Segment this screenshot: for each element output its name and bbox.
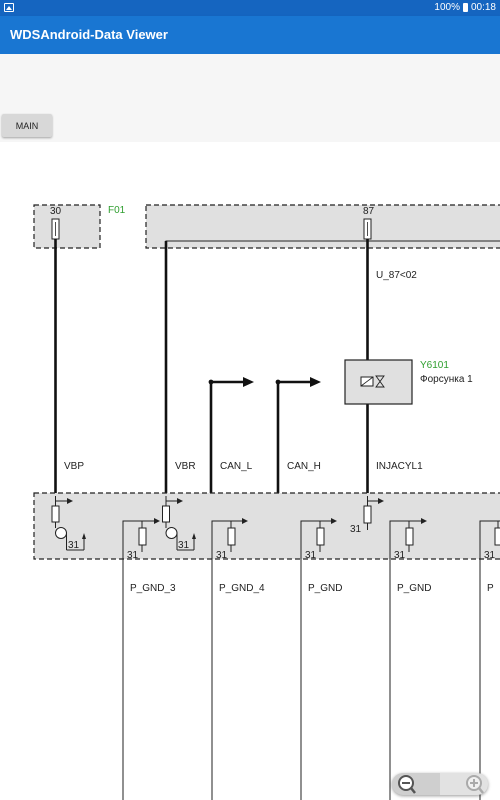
- battery-percent: 100%: [434, 2, 460, 13]
- fuse-box-label: F01: [108, 205, 126, 216]
- wire-can-l-label: CAN_L: [220, 461, 253, 472]
- gnd-label-1: P_GND_3: [130, 583, 176, 594]
- transistor-icon: [165, 527, 178, 539]
- battery-icon: [462, 3, 468, 12]
- svg-text:31: 31: [127, 550, 139, 561]
- gnd-label-3: P_GND: [308, 583, 342, 594]
- wire-u87-label: U_87<02: [376, 270, 417, 281]
- app-title: WDSAndroid-Data Viewer: [10, 27, 168, 42]
- ground-circuit-3: 31: [300, 518, 337, 800]
- svg-text:31: 31: [216, 550, 228, 561]
- fuse-box-87: [145, 204, 500, 249]
- image-notification-icon: [4, 3, 14, 12]
- ground-circuit-5: 31: [479, 520, 500, 800]
- ecu-connector-box: [33, 492, 500, 560]
- valve-icon: [375, 375, 385, 388]
- ground-circuit-4: 31: [389, 518, 427, 800]
- zoom-out-icon: [398, 775, 416, 794]
- wire-can-h-label: CAN_H: [287, 461, 321, 472]
- status-right: 100% 00:18: [434, 2, 496, 13]
- injector-code: Y6101: [420, 360, 449, 371]
- ground-circuit-1: 31: [122, 518, 160, 800]
- toolbar-area: [0, 54, 500, 142]
- gnd-label-2: P_GND_4: [219, 583, 265, 594]
- wire-vbr-label: VBR: [175, 461, 196, 472]
- wire-vbp-label: VBP: [64, 461, 84, 472]
- clock: 00:18: [470, 2, 496, 13]
- svg-text:31: 31: [305, 550, 317, 561]
- fuse-87-label: 87: [363, 206, 375, 217]
- status-bar: 100% 00:18: [0, 0, 500, 16]
- zoom-in-button[interactable]: [440, 773, 488, 795]
- main-button[interactable]: MAIN: [2, 114, 52, 137]
- svg-text:31: 31: [394, 550, 406, 561]
- injector-y6101: [344, 359, 413, 405]
- wire-injacyl-label: INJACYL1: [376, 461, 423, 472]
- zoom-out-button[interactable]: [392, 773, 441, 795]
- app-bar: WDSAndroid-Data Viewer: [0, 16, 500, 54]
- transistor-icon: [55, 527, 67, 539]
- gnd-label-4: P_GND: [397, 583, 431, 594]
- fuse-box-f01: [33, 204, 101, 249]
- injector-name: Форсунка 1: [420, 374, 473, 385]
- wiring-diagram[interactable]: 30 F01 87 U_87<02 Y6101 Форсунка 1 VBP V…: [0, 142, 500, 800]
- svg-text:31: 31: [350, 524, 362, 535]
- zoom-control: [392, 773, 488, 795]
- ground-circuit-2: 31: [211, 518, 248, 800]
- svg-text:31: 31: [68, 540, 80, 551]
- gnd-label-5-partial: P: [487, 583, 494, 594]
- svg-text:31: 31: [178, 540, 190, 551]
- zoom-in-icon: [466, 775, 484, 794]
- svg-text:31: 31: [484, 550, 496, 561]
- fuse-30-label: 30: [50, 206, 62, 217]
